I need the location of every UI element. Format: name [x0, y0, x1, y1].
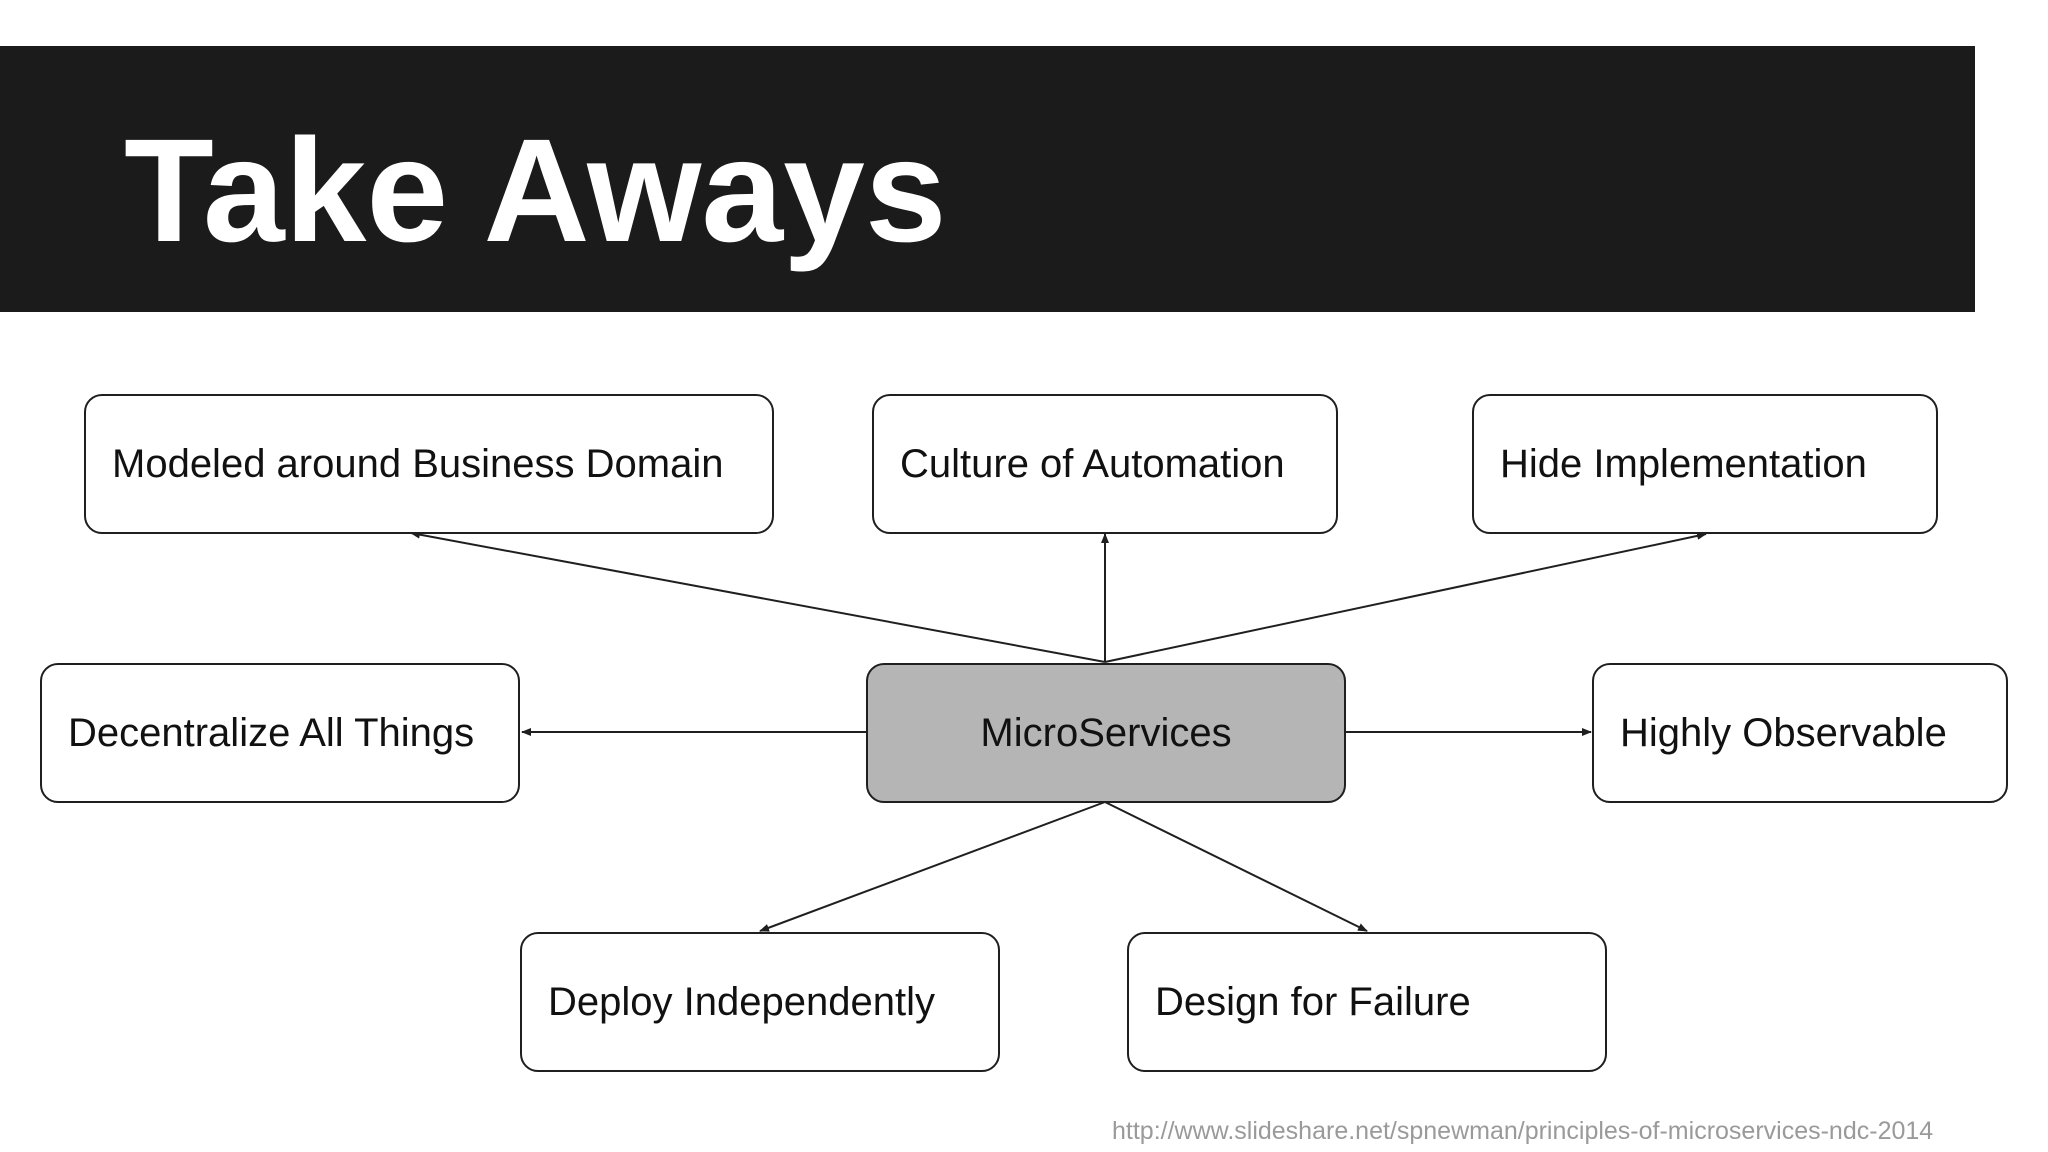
slide-title: Take Aways — [124, 109, 947, 273]
node-deploy: Deploy Independently — [520, 932, 1000, 1072]
node-decentralize: Decentralize All Things — [40, 663, 520, 803]
title-bar — [0, 46, 1975, 312]
edge-to-deploy — [759, 801, 1106, 932]
node-automation: Culture of Automation — [872, 394, 1338, 534]
node-business-domain: Modeled around Business Domain — [84, 394, 774, 534]
edge-to-hide-implementation — [1104, 531, 1707, 663]
node-microservices: MicroServices — [866, 663, 1346, 803]
source-link[interactable]: http://www.slideshare.net/spnewman/princ… — [1112, 1117, 1934, 1145]
node-failure: Design for Failure — [1127, 932, 1607, 1072]
edge-to-business-domain — [410, 530, 1106, 663]
node-observable: Highly Observable — [1592, 663, 2008, 803]
node-hide-implementation: Hide Implementation — [1472, 394, 1938, 534]
edge-to-failure — [1104, 801, 1368, 932]
